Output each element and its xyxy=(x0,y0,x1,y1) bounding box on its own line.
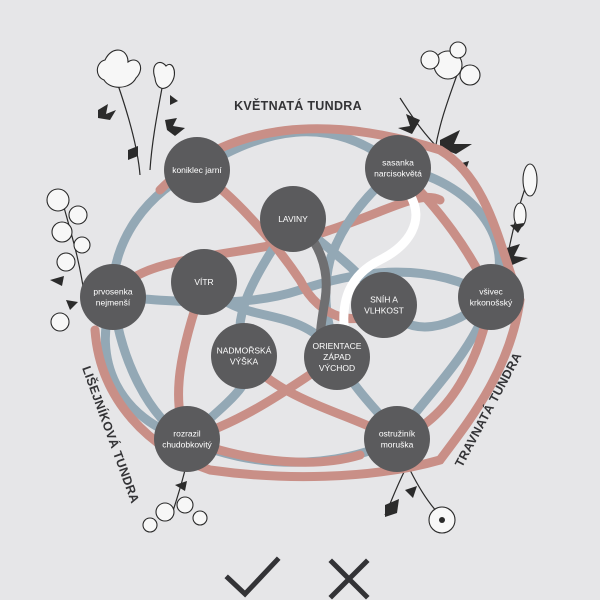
node-label: prvosenka xyxy=(93,287,132,297)
node-circle xyxy=(80,264,146,330)
node-label: ZÁPAD xyxy=(323,352,351,362)
node-label: VÝŠKA xyxy=(230,357,259,367)
node-koniklec[interactable]: koniklec jarní xyxy=(164,137,230,203)
flower-illustration-bottom-left xyxy=(142,469,208,533)
strand-blue-3 xyxy=(108,267,496,307)
flower-illustration-top-right xyxy=(398,41,481,173)
node-label: NADMOŘSKÁ xyxy=(217,346,272,356)
node-label: moruška xyxy=(381,440,414,450)
node-laviny[interactable]: LAVINY xyxy=(260,186,326,252)
node-label: narcisokvětá xyxy=(374,169,422,179)
node-label: všivec xyxy=(479,287,503,297)
flower-illustration-top-left xyxy=(96,49,185,176)
region-label-right: TRAVNATÁ TUNDRA xyxy=(451,350,524,470)
node-circle xyxy=(164,137,230,203)
node-label: rozrazil xyxy=(173,429,201,439)
flower-illustration-bottom-right xyxy=(384,469,456,534)
node-label: ORIENTACE xyxy=(313,341,362,351)
node-circle xyxy=(364,406,430,472)
node-label: koniklec jarní xyxy=(172,165,222,175)
node-circle xyxy=(171,249,237,315)
node-label: LAVINY xyxy=(278,214,308,224)
node-circle xyxy=(154,406,220,472)
check-icon xyxy=(224,556,281,598)
node-label: VÝCHOD xyxy=(319,363,355,373)
node-label: sasanka xyxy=(382,158,414,168)
node-label: nejmenší xyxy=(96,298,131,308)
node-label: chudobkovitý xyxy=(162,440,212,450)
node-label: ostružiník xyxy=(379,429,416,439)
node-label: SNÍH A xyxy=(370,295,398,305)
node-circle xyxy=(365,135,431,201)
node-vitr[interactable]: VÍTR xyxy=(171,249,237,315)
region-label-top: KVĚTNATÁ TUNDRA xyxy=(234,98,362,113)
node-label: krkonošský xyxy=(470,298,513,308)
node-circle xyxy=(304,324,370,390)
flower-illustration-left xyxy=(46,188,91,332)
node-circle xyxy=(260,186,326,252)
confirm-button[interactable] xyxy=(220,555,281,600)
node-circle xyxy=(351,272,417,338)
cross-icon xyxy=(328,558,370,600)
reject-button[interactable] xyxy=(322,555,380,600)
node-label: VLHKOST xyxy=(364,306,404,316)
node-label: VÍTR xyxy=(194,277,213,287)
strand-white-16 xyxy=(339,190,421,340)
node-circle xyxy=(458,264,524,330)
node-circle xyxy=(211,323,277,389)
